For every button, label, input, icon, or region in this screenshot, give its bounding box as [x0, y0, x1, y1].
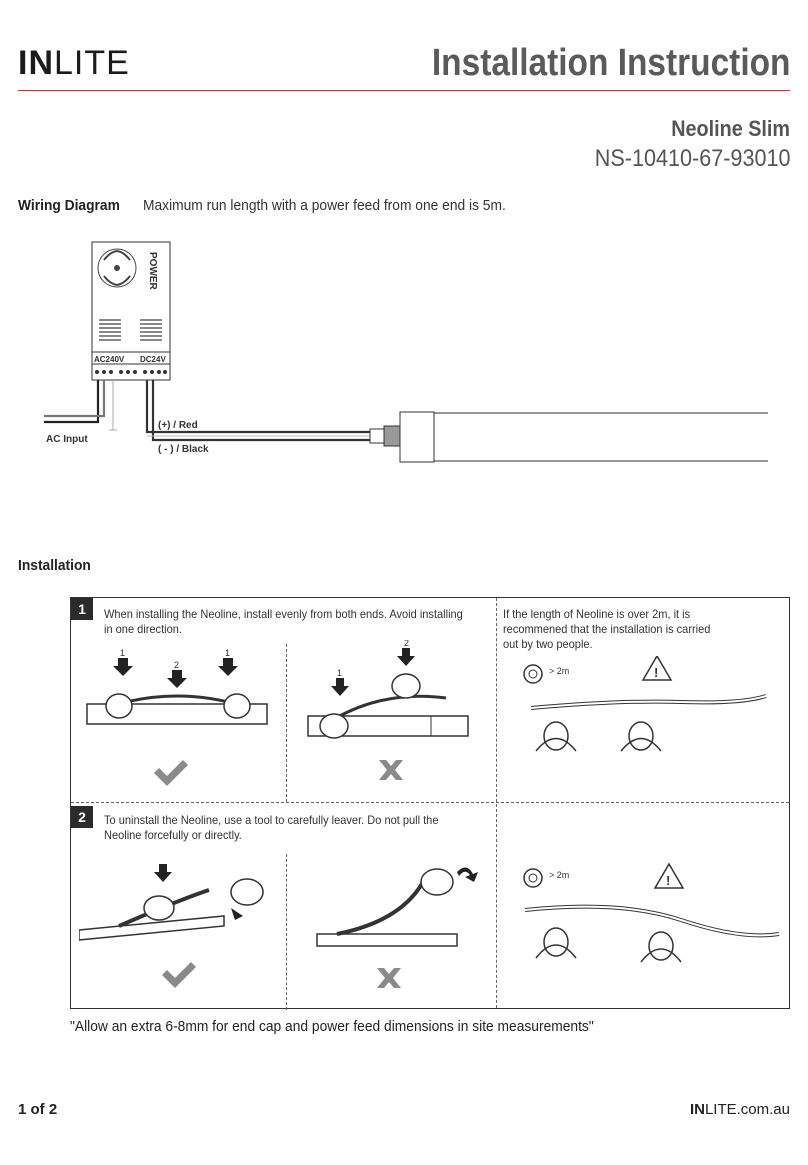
two-person-install-illustration: > 2m ! [523, 656, 767, 752]
footnote: "Allow an extra 6-8mm for end cap and po… [70, 1018, 594, 1035]
brand-logo: INLITE [18, 44, 130, 83]
product-name: Neoline Slim [671, 116, 790, 141]
checkmark-icon [162, 962, 196, 988]
two-person-uninstall-illustration: > 2m ! [523, 862, 780, 963]
step-1-number: 1 [71, 598, 93, 620]
wiring-heading: Wiring Diagram [18, 197, 120, 214]
neoline-strip [369, 411, 768, 463]
marker-1-right: 1 [225, 648, 230, 658]
marker-2: 2 [404, 640, 409, 648]
power-label: POWER [147, 252, 158, 291]
cross-icon [377, 968, 401, 988]
step-2-number: 2 [71, 806, 93, 828]
ac-input-wires [44, 380, 117, 431]
uninstall-tool-illustration [79, 864, 264, 988]
marker-1: 1 [337, 668, 342, 678]
grid-divider-vertical [496, 598, 497, 1008]
install-evenly-illustration: 1 2 1 [86, 648, 268, 786]
power-supply: POWER AC240V DC24V [91, 241, 171, 381]
step-1-text: When installing the Neoline, install eve… [104, 607, 463, 636]
length-label: > 2m [549, 666, 569, 676]
ac-voltage-label: AC240V [94, 355, 125, 364]
checkmark-icon [154, 760, 188, 786]
ac-input-label: AC Input [46, 434, 88, 445]
header-divider [18, 90, 790, 91]
install-one-direction-illustration: 1 2 [307, 640, 469, 780]
svg-text:!: ! [666, 873, 670, 888]
pull-arrow-icon [457, 867, 478, 882]
brand-logo-bold: IN [18, 44, 54, 82]
dc-voltage-label: DC24V [140, 355, 166, 364]
grid-divider-sub [286, 644, 287, 802]
marker-2: 2 [174, 660, 179, 670]
cross-icon [379, 760, 403, 780]
step-2-text: To uninstall the Neoline, use a tool to … [104, 813, 439, 842]
document-title: Installation Instruction [431, 42, 790, 84]
page-number: 1 of 2 [18, 1101, 58, 1118]
length-label: > 2m [549, 870, 569, 880]
red-wire-label: (+) / Red [158, 420, 198, 431]
marker-1-left: 1 [120, 648, 125, 658]
grid-divider-sub [286, 854, 287, 1010]
installation-heading: Installation [18, 557, 91, 574]
installation-grid: 1 When installing the Neoline, install e… [70, 597, 790, 1010]
grid-divider-horizontal [71, 802, 789, 803]
coil-icon [523, 868, 543, 888]
person-icon [535, 721, 662, 752]
website: INLITE.com.au [690, 1101, 790, 1118]
step-1-side-text: If the length of Neoline is over 2m, it … [503, 607, 711, 651]
website-bold: IN [689, 1101, 705, 1118]
product-code: NS-10410-67-93010 [594, 145, 790, 172]
wiring-note: Maximum run length with a power feed fro… [143, 197, 506, 214]
svg-text:!: ! [654, 665, 658, 680]
uninstall-pull-illustration [316, 867, 478, 988]
black-wire-label: ( - ) / Black [158, 444, 209, 455]
wiring-diagram: POWER AC240V DC24V AC Input (+) / Red ( … [44, 241, 768, 463]
fan-icon [97, 248, 137, 288]
brand-logo-light: LITE [54, 44, 130, 82]
person-icon [535, 927, 682, 963]
coil-icon [523, 664, 543, 684]
dc-output-wires [145, 380, 370, 442]
warning-icon [653, 862, 685, 889]
warning-icon [641, 656, 673, 681]
website-rest: LITE.com.au [704, 1101, 790, 1118]
